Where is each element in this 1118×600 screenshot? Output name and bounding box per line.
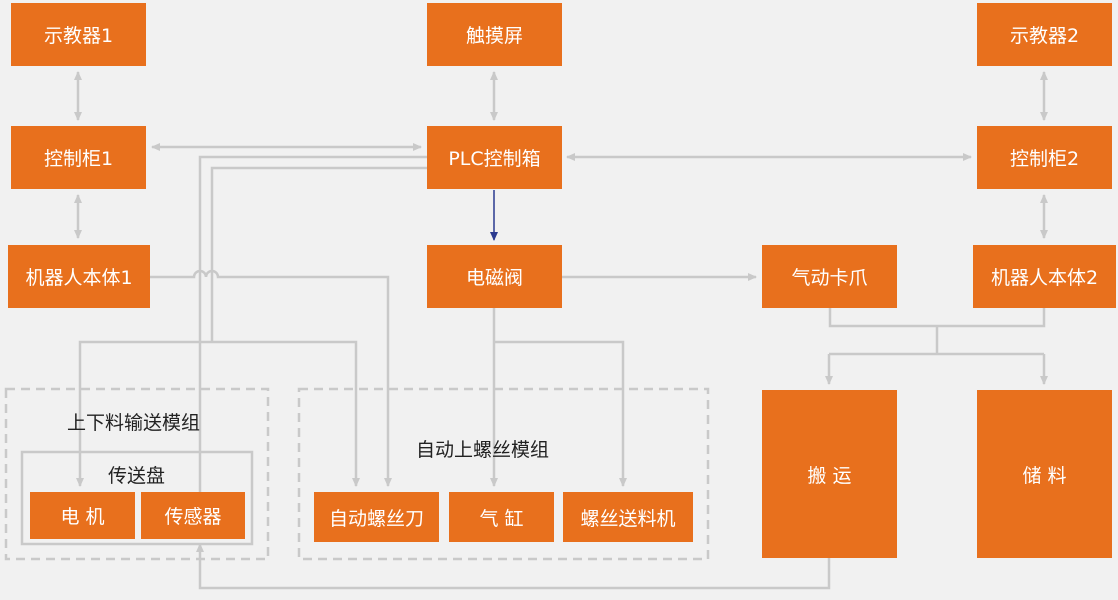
sensor: 传感器	[141, 492, 245, 539]
link-robot1-screwdriver	[150, 269, 392, 487]
robot-body-2: 机器人本体2	[973, 245, 1116, 308]
solenoid-valve: 电磁阀	[427, 245, 562, 308]
link-gripper-join	[828, 308, 1046, 328]
control-cabinet-2: 控制柜2	[977, 126, 1112, 189]
motor: 电 机	[30, 492, 135, 539]
conveyor-frame	[20, 450, 254, 546]
link-plc-sensor	[198, 155, 427, 538]
screw-module-frame	[297, 387, 710, 561]
teach-pendant-1: 示教器1	[11, 3, 146, 66]
link-bus-motor	[76, 340, 212, 487]
link-bus-screwdriver	[212, 340, 360, 487]
air-cylinder: 气 缸	[449, 492, 554, 542]
link-plc-bus	[210, 166, 427, 342]
link-move-sensor	[196, 543, 831, 590]
transport: 搬 运	[762, 390, 897, 558]
conveyor-title: 传送盘	[108, 465, 166, 487]
screw-module-title: 自动上螺丝模组	[416, 439, 550, 461]
robot-body-1: 机器人本体1	[8, 245, 150, 308]
link-valve-feeder	[494, 340, 627, 487]
auto-screwdriver: 自动螺丝刀	[314, 492, 439, 542]
teach-pendant-2: 示教器2	[977, 3, 1112, 66]
plc-control-box: PLC控制箱	[427, 126, 562, 189]
control-cabinet-1: 控制柜1	[11, 126, 146, 189]
storage: 储 料	[977, 390, 1112, 558]
touch-screen: 触摸屏	[427, 3, 562, 66]
pneumatic-gripper: 气动卡爪	[762, 245, 897, 308]
loading-module-title: 上下料输送模组	[67, 412, 201, 434]
screw-feeder: 螺丝送料机	[563, 492, 693, 542]
loading-module-frame	[4, 387, 270, 561]
